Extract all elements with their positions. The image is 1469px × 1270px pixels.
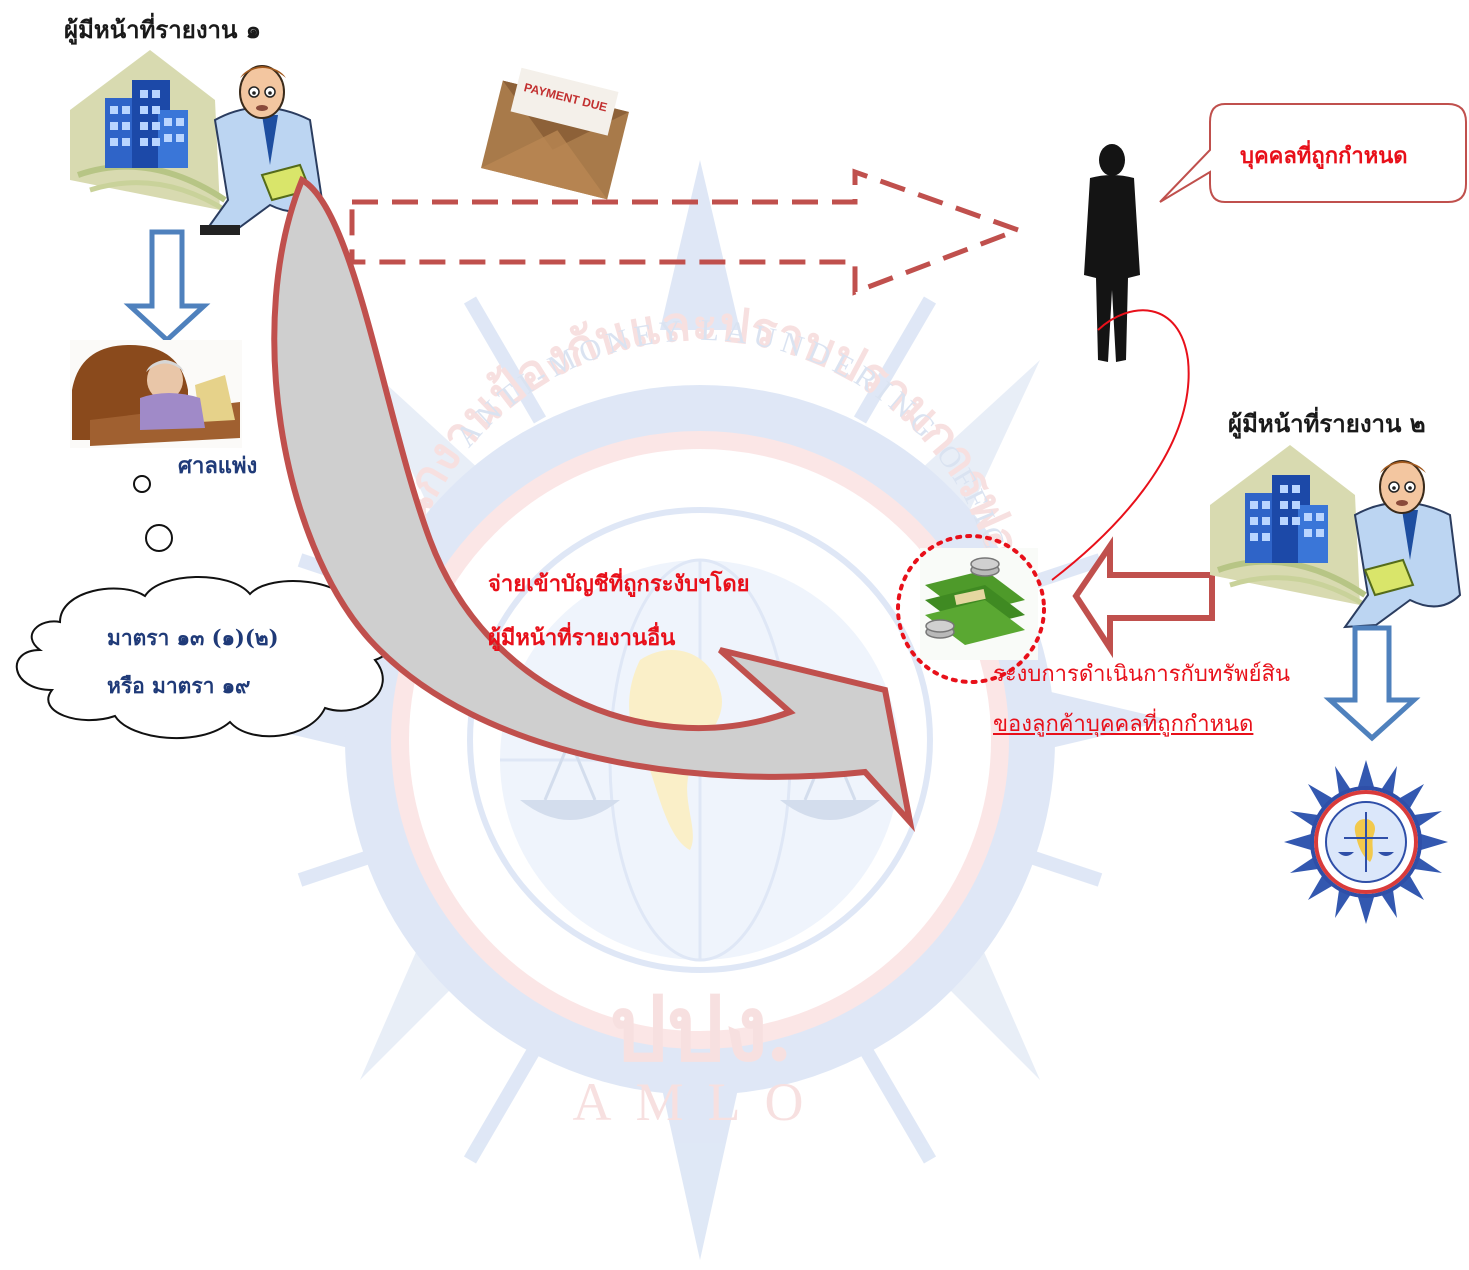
suspend-line-2: ของลูกค้าบุคคลที่ถูกกำหนด — [993, 712, 1254, 737]
civil-court-label: ศาลแพ่ง — [178, 453, 258, 479]
money-stack-icon — [920, 548, 1038, 660]
down-arrow-left — [123, 229, 211, 344]
thought-bubble-small — [133, 475, 151, 493]
curved-payment-arrow — [271, 175, 915, 832]
reporter-2-label: ผู้มีหน้าที่รายงาน ๒ — [1228, 409, 1426, 438]
office-building-icon — [70, 50, 230, 215]
office-building-icon — [1210, 445, 1370, 610]
watermark-thai-abbr: ปปง. — [610, 981, 791, 1080]
dashed-right-arrow — [349, 168, 1026, 296]
suspend-line-1: ระงบการดำเนินการกับทรัพย์สิน — [993, 662, 1291, 687]
person-silhouette-icon — [1084, 144, 1140, 362]
amlo-seal-icon — [1284, 760, 1448, 924]
businessman-icon — [1342, 460, 1462, 629]
payment-due-envelope-icon: PAYMENT DUE — [481, 67, 629, 200]
down-arrow-right — [1323, 625, 1421, 742]
section-line-1: มาตรา ๑๓ (๑)(๒) — [107, 625, 279, 650]
reporter-1-label: ผู้มีหน้าที่รายงาน ๑ — [64, 15, 262, 44]
pay-line-1: จ่ายเข้าบัญชีที่ถูกระงับฯโดย — [488, 571, 750, 597]
left-arrow-suspend — [1072, 536, 1215, 659]
thought-bubble-medium — [145, 524, 173, 552]
designated-person-callout — [1159, 103, 1467, 203]
section-line-2: หรือ มาตรา ๑๙ — [107, 673, 251, 698]
watermark-english-abbr: AMLO — [573, 1072, 828, 1132]
judge-icon — [70, 340, 242, 448]
connector-curve — [1051, 309, 1190, 581]
designated-person-label: บุคคลที่ถูกกำหนด — [1240, 143, 1408, 169]
pay-line-2: ผู้มีหน้าที่รายงานอื่น — [488, 625, 676, 651]
section-cloud — [15, 576, 395, 740]
frozen-funds-marker — [896, 534, 1046, 684]
